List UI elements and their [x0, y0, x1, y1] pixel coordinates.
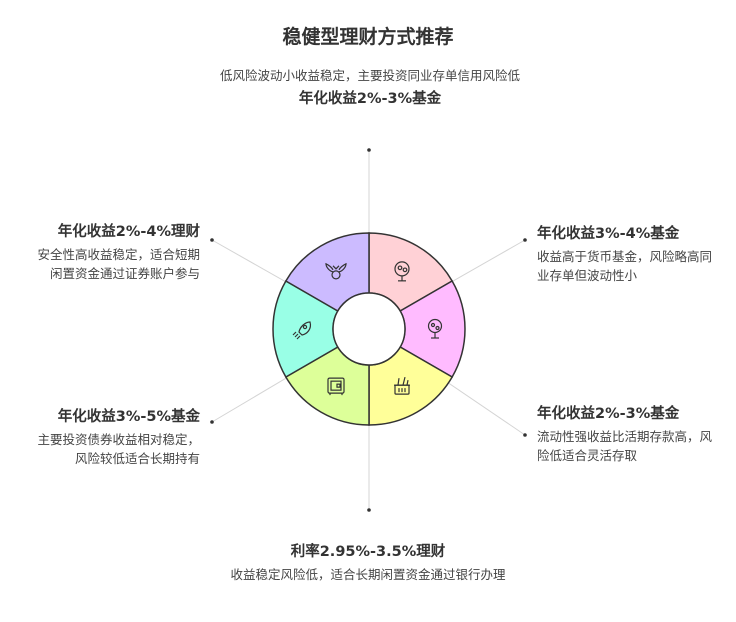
diagram-title: 稳健型理财方式推荐 — [282, 26, 454, 48]
item-top: 低风险波动小收益稳定，主要投资同业存单信用风险低 年化收益2%-3%基金 — [195, 66, 545, 108]
item-desc: 主要投资债券收益相对稳定，风险较低适合长期持有 — [37, 432, 200, 466]
item-left-top: 年化收益2%-4%理财 安全性高收益稳定，适合短期闲置资金通过证券账户参与 — [28, 220, 200, 283]
rocket-icon — [292, 321, 312, 340]
item-desc: 流动性强收益比活期存款高，风险低适合灵活存取 — [537, 429, 713, 463]
connector-dot — [210, 420, 214, 424]
connector-dot — [523, 433, 527, 437]
connector-dot — [210, 238, 214, 242]
item-heading: 年化收益2%-3%基金 — [537, 406, 680, 422]
money-tree-icon — [394, 261, 410, 282]
connector-dot — [367, 148, 371, 152]
item-left-bottom: 年化收益3%-5%基金 主要投资债券收益相对稳定，风险较低适合长期持有 — [28, 405, 200, 468]
item-heading: 利率2.95%-3.5%理财 — [290, 544, 446, 560]
basket-icon — [394, 377, 410, 395]
item-heading: 年化收益3%-5%基金 — [57, 409, 200, 425]
safe-icon — [327, 377, 345, 396]
item-bottom: 利率2.95%-3.5%理财 收益稳定风险低，适合长期闲置资金通过银行办理 — [168, 540, 568, 584]
winged-coin-icon — [325, 262, 347, 280]
item-desc: 收益稳定风险低，适合长期闲置资金通过银行办理 — [230, 567, 506, 582]
connector-dot — [523, 238, 527, 242]
connector-dot — [367, 508, 371, 512]
item-desc: 安全性高收益稳定，适合短期闲置资金通过证券账户参与 — [37, 247, 200, 281]
item-heading: 年化收益2%-4%理财 — [57, 224, 200, 240]
item-right-bottom: 年化收益2%-3%基金 流动性强收益比活期存款高，风险低适合灵活存取 — [537, 402, 712, 465]
ring-center — [332, 292, 406, 366]
item-heading: 年化收益3%-4%基金 — [537, 226, 680, 242]
item-right-top: 年化收益3%-4%基金 收益高于货币基金，风险略高同业存单但波动性小 — [537, 222, 712, 285]
item-heading: 年化收益2%-3%基金 — [298, 91, 442, 107]
tree-icon — [427, 318, 443, 339]
item-desc: 低风险波动小收益稳定，主要投资同业存单信用风险低 — [219, 68, 520, 83]
item-desc: 收益高于货币基金，风险略高同业存单但波动性小 — [537, 249, 713, 283]
